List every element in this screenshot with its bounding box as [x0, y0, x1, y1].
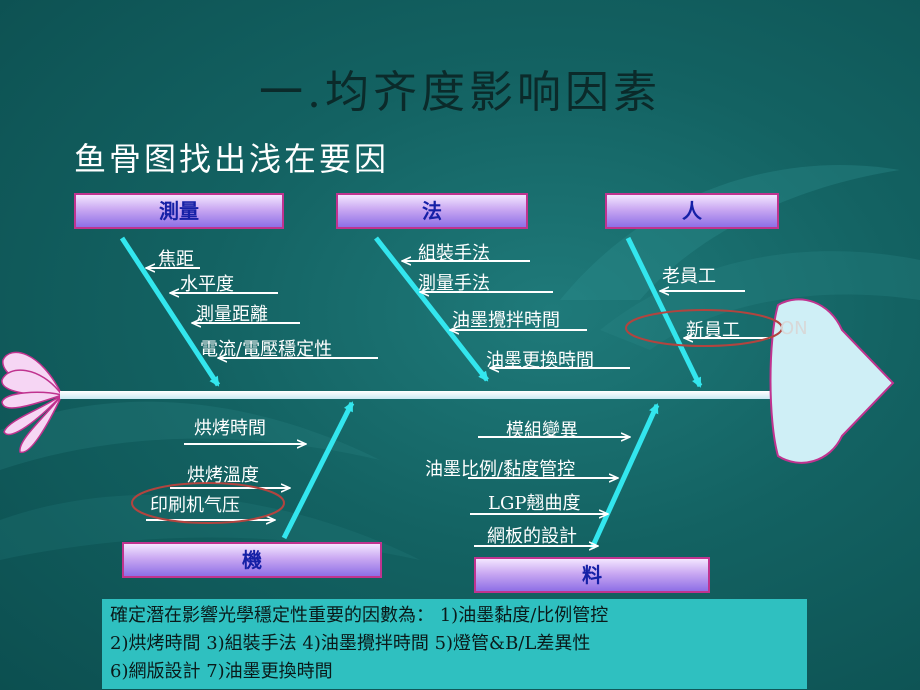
cause-label: 印刷机气压: [150, 495, 240, 516]
bone-material: [589, 403, 660, 550]
cause-label: 烘烤時間: [194, 418, 266, 439]
cause-label: 烘烤溫度: [187, 465, 259, 486]
category-measure: 測量: [74, 193, 284, 229]
category-machine: 機: [122, 542, 382, 578]
cause-label: 模組變異: [506, 420, 578, 441]
fish-spine: [60, 391, 790, 399]
cause-label: 組裝手法: [418, 243, 490, 264]
cause-label: 油墨更換時間: [486, 350, 594, 371]
summary-line: 確定潛在影響光學穩定性重要的因數為： 1)油墨黏度/比例管控: [110, 605, 609, 626]
category-material: 料: [474, 557, 710, 593]
page-title: 一.均齐度影响因素: [259, 67, 661, 118]
fish-head-text: ON: [780, 318, 808, 339]
summary-line: 6)網版設計 7)油墨更換時間: [110, 661, 333, 682]
cause-label: 老員工: [662, 266, 716, 287]
bone-measure: [119, 236, 221, 387]
cause-arrows-material: [468, 437, 630, 546]
cause-label: 網板的設計: [487, 526, 577, 547]
cause-label: 水平度: [180, 274, 234, 295]
cause-label: 油墨比例/黏度管控: [425, 459, 576, 480]
summary-box: 確定潛在影響光學穩定性重要的因數為： 1)油墨黏度/比例管控 2)烘烤時間 3)…: [102, 599, 807, 689]
summary-line: 2)烘烤時間 3)組裝手法 4)油墨攪拌時間 5)燈管&B/L差異性: [110, 633, 591, 654]
bone-method: [374, 236, 489, 382]
cause-label: 測量手法: [418, 273, 490, 294]
cause-label: 測量距離: [196, 304, 268, 325]
cause-label: 新員工: [686, 320, 740, 341]
cause-arrows-method: [402, 261, 630, 368]
page-subtitle: 鱼骨图找出浅在要因: [74, 140, 390, 178]
highlight-new-employee: [625, 309, 783, 347]
cause-label: LGP翹曲度: [488, 493, 581, 514]
cause-arrows-measure: [146, 268, 378, 358]
cause-label: 焦距: [158, 249, 194, 270]
fish-head: [769, 298, 895, 464]
cause-label: 油墨攪拌時間: [452, 310, 560, 331]
cause-label: 電流/電壓穩定性: [200, 339, 333, 360]
fish-tail: [1, 351, 65, 453]
bone-machine: [281, 401, 355, 540]
cause-arrows-man: [660, 291, 770, 338]
highlight-print-pressure: [131, 482, 285, 524]
category-man: 人: [605, 193, 779, 229]
category-method: 法: [336, 193, 528, 229]
